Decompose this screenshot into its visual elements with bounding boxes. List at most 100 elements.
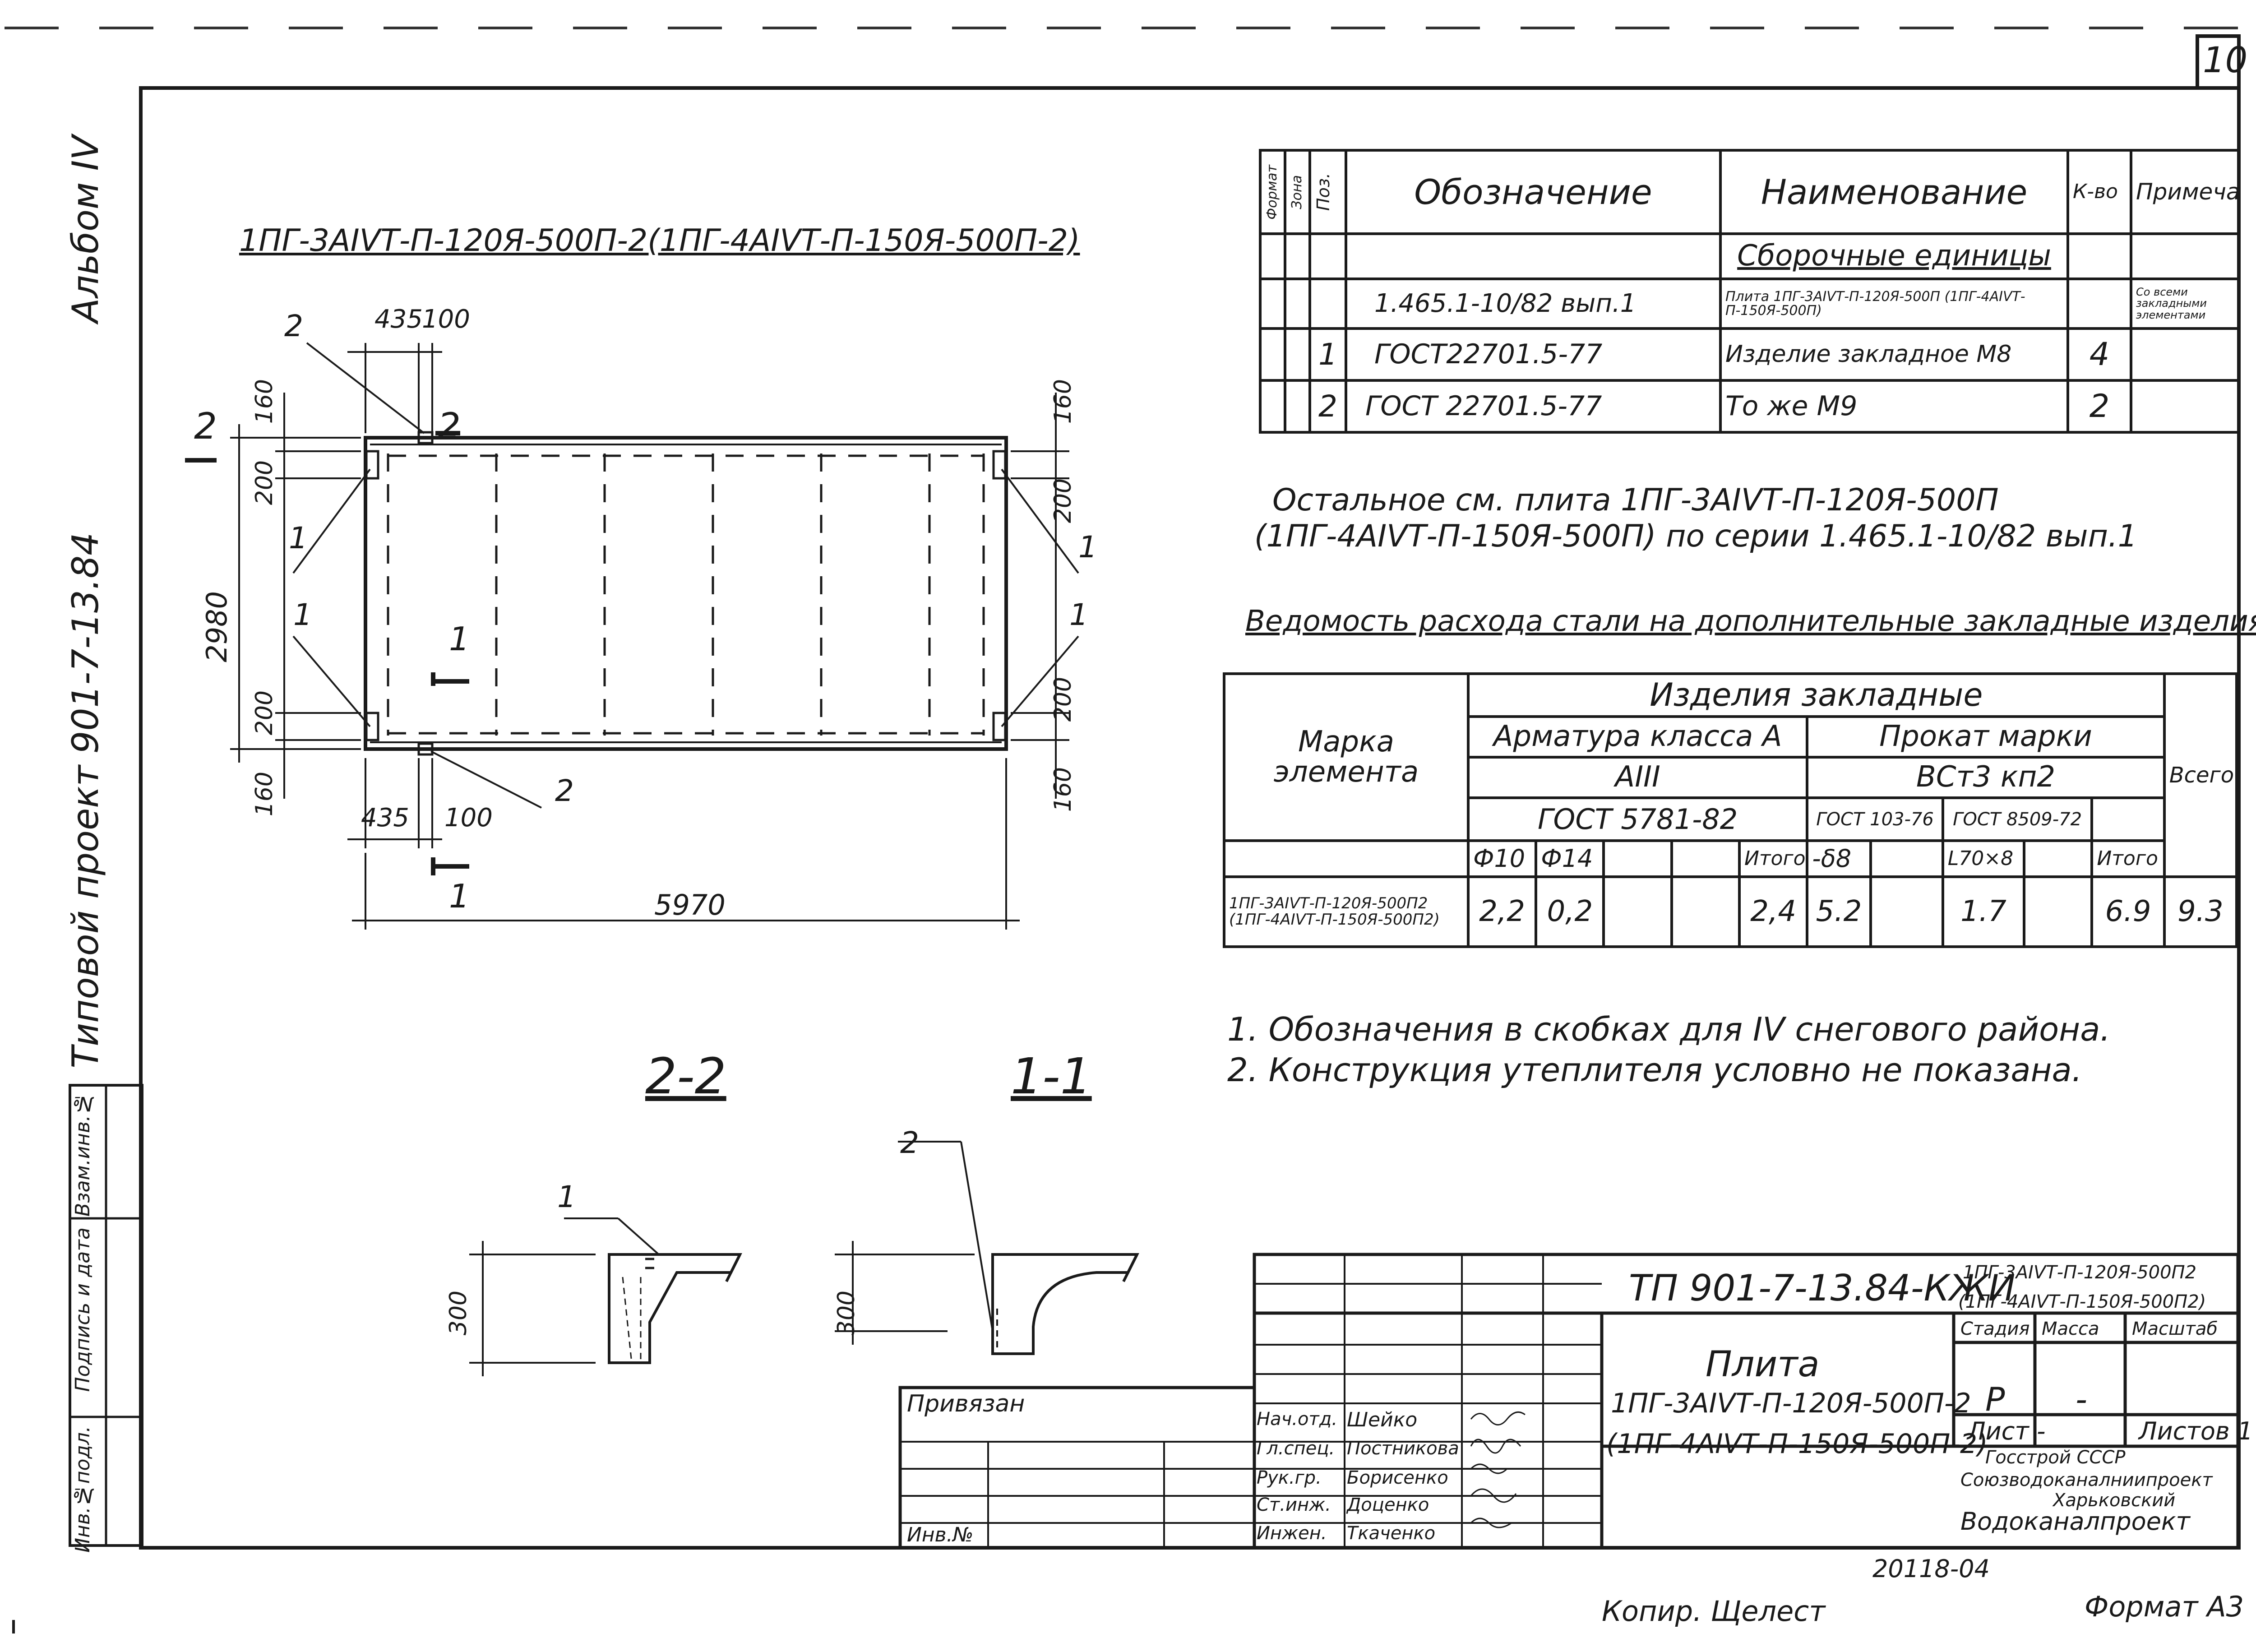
spec-head-name: Наименование	[1719, 149, 2069, 235]
steel-rebar-grade: АIII	[1466, 756, 1809, 799]
steel-embedded-header: Изделия закладные	[1466, 672, 2166, 718]
callout-1-right-bot: 1	[1069, 597, 1088, 632]
dim-right-160-top: 160	[1049, 379, 1077, 424]
steel-rebar-gost: ГОСТ 5781-82	[1466, 796, 1809, 842]
section-1-1-label: 1-1	[1011, 1047, 1092, 1105]
org-line-2: Союзводоканалниипроект	[1960, 1470, 2213, 1490]
remark-line-1: Остальное см. плита 1ПГ-3АIVТ-П-120Я-500…	[1272, 482, 1999, 518]
steel-mark-header: Марка элемента	[1223, 672, 1470, 842]
person-0: Шейко	[1347, 1408, 1418, 1431]
copied-by: Копир. Щелест	[1602, 1595, 1826, 1628]
dim-left-200-top: 200	[251, 460, 278, 505]
scale-label: Масштаб	[2132, 1319, 2218, 1339]
dim-section-300-b: 300	[833, 1291, 860, 1336]
section-2-2-label: 2-2	[645, 1047, 726, 1105]
dim-width: 2980	[200, 591, 233, 662]
sheet-number: 10	[2203, 40, 2248, 81]
sheets-label: Листов 1	[2139, 1417, 2253, 1445]
role-0: Нач.отд.	[1257, 1409, 1338, 1430]
callout-2-top: 2	[284, 309, 303, 343]
steel-sub-d10: Ф10	[1466, 839, 1538, 878]
steel-rolled-gost-2: ГОСТ 8509-72	[1941, 796, 2094, 842]
steel-sub-itogo-1: Итого	[1738, 839, 1809, 878]
plan-title: 1ПГ-3АIVТ-П-120Я-500П-2(1ПГ-4АIVТ-П-150Я…	[239, 223, 1080, 259]
attached-label: Привязан	[907, 1390, 1025, 1417]
dim-left-200-bot: 200	[251, 690, 278, 736]
side-inv-orig: Инв.№подл.	[71, 1426, 94, 1553]
archive-number: 20118-04	[1872, 1555, 1990, 1583]
side-replace-inv: Взам.инв.№	[71, 1092, 94, 1217]
plate-plan-view	[185, 342, 1079, 930]
title-name-line-1: 1ПГ-3АIVТ-П-120Я-500П-2	[1611, 1388, 1971, 1419]
spec-head-pos: Поз.	[1308, 149, 1347, 235]
project-label: Типовой проект 901-7-13.84	[65, 532, 106, 1069]
steel-table: Марка элемента Изделия закладные Всего А…	[1223, 672, 2238, 948]
dim-left-160-bot: 160	[251, 772, 278, 817]
dim-top-100: 100	[422, 305, 470, 334]
dim-top-435: 435	[374, 305, 423, 334]
dim-bottom-435: 435	[361, 803, 409, 833]
callout-1-left-bot: 1	[293, 597, 312, 632]
side-frame	[69, 1084, 143, 1547]
note-2: 2. Конструкция утеплителя условно не пок…	[1227, 1051, 2082, 1089]
title-name: Плита	[1706, 1344, 1820, 1385]
dim-bottom-100: 100	[444, 803, 493, 833]
steel-rolled-header: Прокат марки	[1806, 715, 2166, 759]
section-callout-1: 1	[557, 1180, 576, 1214]
org-line-1: Госстрой СССР	[1985, 1447, 2126, 1468]
section-callout-2: 2	[900, 1125, 919, 1160]
mass-label: Масса	[2042, 1319, 2099, 1339]
role-2: Рук.гр.	[1257, 1467, 1322, 1488]
callout-1-right-top: 1	[1078, 530, 1097, 565]
steel-sub-angle: L70×8	[1941, 839, 2026, 878]
format-label: Формат А3	[2085, 1590, 2244, 1623]
dim-left-160-top: 160	[251, 379, 278, 424]
album-label: Альбом IV	[65, 135, 106, 323]
person-2: Борисенко	[1347, 1467, 1448, 1488]
role-4: Инжен.	[1257, 1523, 1327, 1544]
spec-head-note: Примечания	[2130, 149, 2241, 235]
steel-rolled-grade: ВСт3 кп2	[1806, 756, 2166, 799]
steel-rolled-gost-1: ГОСТ 103-76	[1806, 796, 1944, 842]
dim-section-300-a: 300	[445, 1291, 472, 1336]
table-row: 1 ГОСТ22701.5-77 Изделие закладное M8 4	[1259, 327, 2241, 382]
remark-line-2: (1ПГ-4АIVТ-П-150Я-500П) по серии 1.465.1…	[1254, 518, 2137, 554]
org-line-3: Харьковский	[2053, 1490, 2176, 1511]
mass-value: -	[2076, 1380, 2087, 1418]
person-1: Постникова	[1347, 1438, 1459, 1459]
org-line-4: Водоканалпроект	[1960, 1507, 2190, 1536]
spec-head-zone: Зона	[1284, 149, 1311, 235]
steel-sub-d14: Ф14	[1535, 839, 1605, 878]
title-code: ТП 901-7-13.84-КЖИ	[1629, 1267, 2016, 1309]
cut-mark-2-left: 2	[194, 405, 217, 447]
steel-sub-itogo-2: Итого	[2090, 839, 2166, 878]
person-4: Ткаченко	[1347, 1523, 1436, 1544]
steel-total-header: Всего	[2163, 672, 2238, 878]
steel-rebar-class: Арматура класса А	[1466, 715, 1809, 759]
spec-head-format: Формат	[1259, 149, 1286, 235]
spec-head-qty: К-во	[2066, 149, 2132, 235]
role-3: Ст.инж.	[1257, 1495, 1331, 1515]
title-name-line-2: (1ПГ-4АIVТ-П-150Я-500П-2)	[1606, 1428, 1988, 1460]
stage-value: Р	[1985, 1380, 2005, 1418]
spec-section-title: Сборочные единицы	[1719, 232, 2069, 280]
inv-label: Инв.№	[907, 1523, 974, 1546]
title-mark-1: 1ПГ-3АIVТ-П-120Я-500П2	[1963, 1262, 2197, 1283]
sections-drawing	[469, 1141, 1139, 1376]
dim-length: 5970	[654, 888, 726, 921]
title-block-lines	[898, 1253, 2240, 1550]
person-3: Доценко	[1347, 1495, 1429, 1515]
callout-1-left-top: 1	[289, 521, 308, 555]
callout-2-bottom: 2	[555, 773, 574, 808]
side-sign-date: Подпись и дата	[71, 1227, 94, 1392]
spec-table: Формат Зона Поз. Обозначение Наименовани…	[1259, 149, 2241, 434]
steel-sub-strip: -δ8	[1806, 839, 1872, 878]
steel-table-title: Ведомость расхода стали на дополнительны…	[1245, 605, 2256, 638]
title-mark-2: (1ПГ-4АIVТ-П-150Я-500П2)	[1958, 1291, 2206, 1312]
role-1: Гл.спец.	[1257, 1438, 1335, 1459]
note-1: 1. Обозначения в скобках для IV снеговог…	[1227, 1010, 2111, 1048]
table-row: 2 ГОСТ 22701.5-77 То же M9 2	[1259, 379, 2241, 434]
cut-mark-2-top: 2	[438, 405, 461, 447]
cut-mark-1-bot: 1	[449, 877, 470, 915]
stage-label: Стадия	[1960, 1319, 2030, 1339]
